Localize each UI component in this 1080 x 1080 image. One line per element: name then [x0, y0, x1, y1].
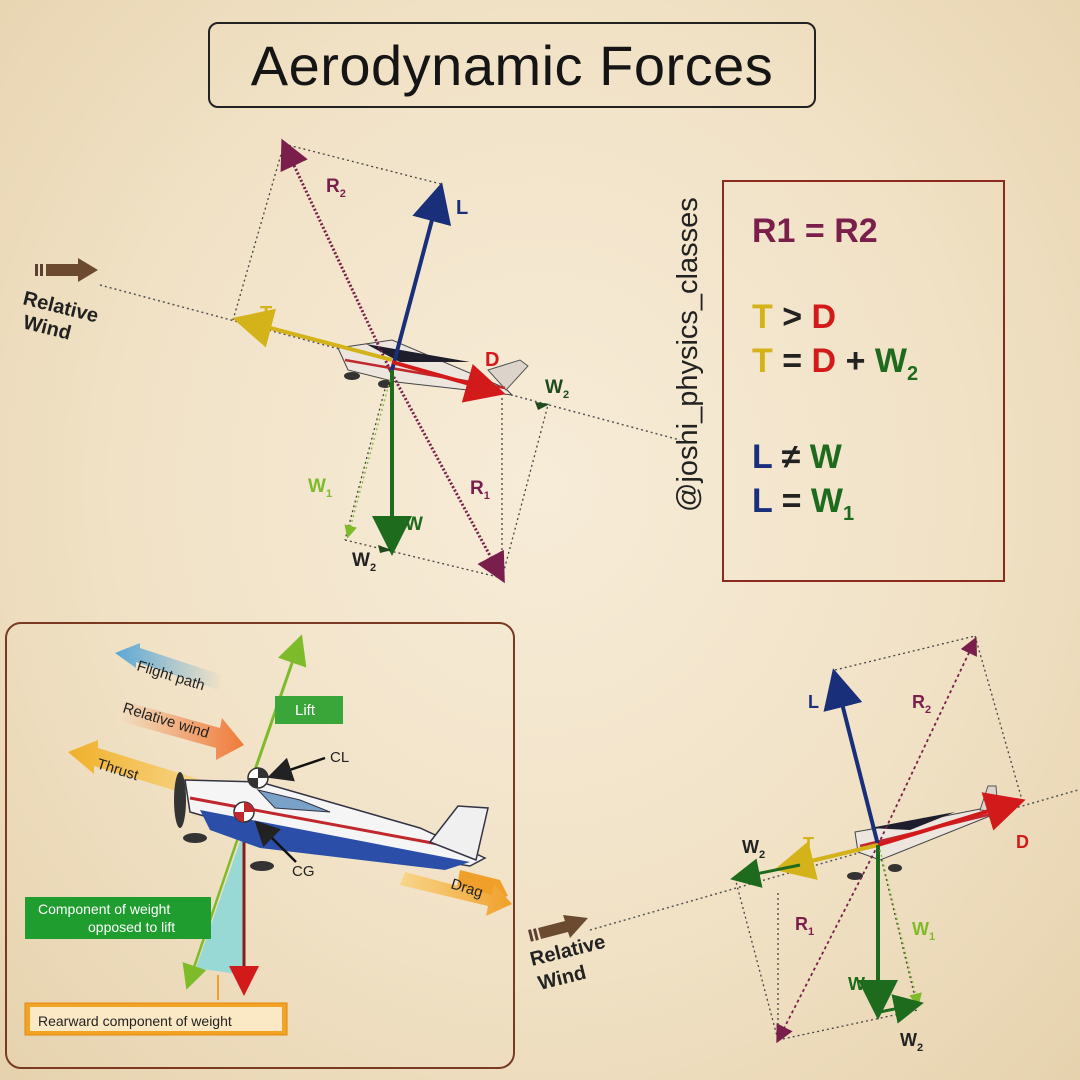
label-cg: CG — [292, 863, 315, 880]
relative-wind-arrow-bottom-icon — [528, 915, 588, 942]
label-w-top: W — [405, 514, 423, 535]
eq-l-eq-w1: L = W1 — [752, 482, 855, 525]
lift-label-box — [275, 696, 343, 724]
label-rearward: Rearward component of weight — [38, 1013, 232, 1029]
label-w1-top: W1 — [308, 476, 332, 500]
inset-frame — [5, 622, 515, 1069]
label-lift: Lift — [295, 702, 316, 719]
label-r1-bottom: R1 — [795, 914, 814, 938]
label-r1-top: R1 — [470, 478, 490, 502]
label-cl: CL — [330, 749, 349, 766]
page-title: Aerodynamic Forces — [250, 33, 774, 97]
label-d-bottom: D — [1016, 832, 1029, 852]
opposed-lift-label-box — [25, 897, 211, 939]
label-w2-bottom: W2 — [900, 1030, 923, 1054]
label-w-bottom: W — [848, 974, 865, 994]
label-t-top: T — [260, 303, 272, 325]
eq-r1-r2: R1 = R2 — [752, 212, 878, 250]
label-t-bottom: T — [803, 834, 814, 854]
label-r2-bottom: R2 — [912, 692, 931, 716]
inset-diagram: Flight path Relative wind Thrust Lift — [24, 634, 512, 1036]
label-r2-top: R2 — [326, 176, 346, 200]
label-l-bottom: L — [808, 692, 819, 712]
bottom-force-diagram: Relative Wind L R2 D T W2 R1 W1 W W2 — [528, 635, 1079, 1054]
label-d-top: D — [485, 349, 499, 371]
eq-l-neq-w: L ≠ W — [752, 438, 842, 476]
drag-arrow: Drag — [400, 872, 512, 916]
label-weight-opposed-2: opposed to lift — [88, 919, 175, 935]
eq-t-gt-d: T > D — [752, 298, 837, 336]
relative-wind-arrow-icon — [35, 258, 98, 282]
label-w2-bottom-left: W2 — [742, 837, 765, 861]
flight-path-arrow: Flight path — [115, 643, 222, 694]
airplane-top-icon — [337, 339, 529, 396]
relative-wind-inset-arrow: Relative wind — [116, 700, 244, 760]
title-box: Aerodynamic Forces — [208, 22, 816, 108]
top-force-diagram: Relative Wind R2 L T D W2 W1 W R1 W2 — [21, 138, 681, 584]
label-w2-top-bottom: W2 — [352, 550, 376, 574]
eq-t-d-w2: T = D + W2 — [752, 342, 919, 385]
equations-box: R1 = R2 T > D T = D + W2 L ≠ W L = W1 — [722, 180, 1005, 582]
label-weight-opposed-1: Component of weight — [38, 901, 170, 917]
label-l-top: L — [456, 197, 468, 219]
label-w1-bottom: W1 — [912, 919, 935, 943]
label-w2-top-right: W2 — [545, 377, 569, 401]
